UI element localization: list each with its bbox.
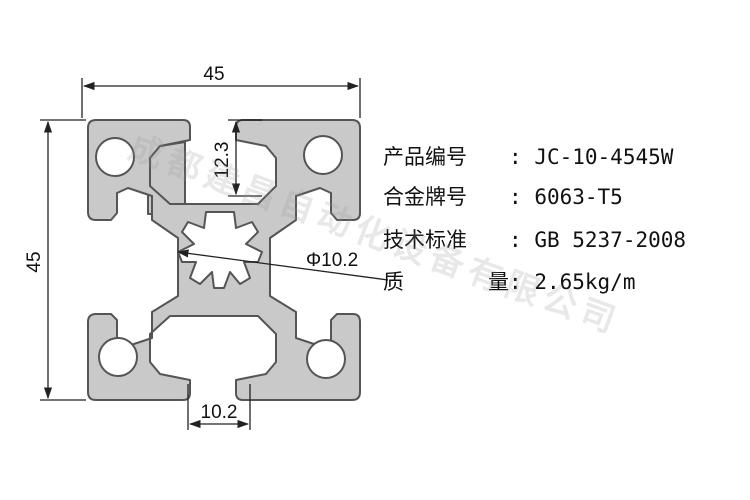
spec-alloy-grade: 合金牌号: 6063-T5 (383, 187, 623, 208)
spec-weight: 质量: 2.65kg/m (383, 272, 635, 293)
corner-hole-br (306, 339, 346, 379)
dimension-bore-label: Φ10.2 (306, 250, 358, 271)
spec-sep: : (509, 185, 522, 209)
corner-hole-tl (95, 137, 135, 177)
dimension-height (40, 119, 86, 401)
spec-value: 2.65kg/m (534, 270, 636, 294)
spec-sep: : (509, 145, 522, 169)
dimension-slot-width (187, 384, 251, 430)
spec-value: GB 5237-2008 (534, 228, 687, 252)
corner-hole-bl (98, 337, 138, 377)
spec-sep: : (509, 228, 522, 252)
center-bore-inner (198, 228, 242, 272)
dimension-slot-depth-label: 12.3 (212, 142, 233, 179)
dimension-height-label: 45 (24, 251, 45, 272)
spec-product-number: 产品编号: JC-10-4545W (383, 147, 673, 168)
spec-label: 合金牌号 (383, 185, 467, 209)
spec-value: JC-10-4545W (534, 145, 674, 169)
aluminum-profile (87, 119, 361, 401)
spec-sep: : (509, 270, 522, 294)
spec-label-b: 量 (488, 270, 509, 294)
spec-label: 质量 (383, 272, 509, 293)
spec-standard: 技术标准: GB 5237-2008 (383, 230, 686, 251)
spec-value: 6063-T5 (534, 185, 623, 209)
spec-label: 技术标准 (383, 228, 467, 252)
dimension-width (81, 78, 361, 118)
spec-label-a: 质 (383, 270, 404, 294)
dimension-slot-depth (228, 119, 262, 197)
dimension-slot-width-label: 10.2 (201, 402, 238, 423)
spec-label: 产品编号 (383, 145, 467, 169)
corner-hole-tr (303, 135, 343, 175)
dimension-bore-leader (176, 249, 389, 281)
dimension-width-label: 45 (203, 64, 224, 85)
